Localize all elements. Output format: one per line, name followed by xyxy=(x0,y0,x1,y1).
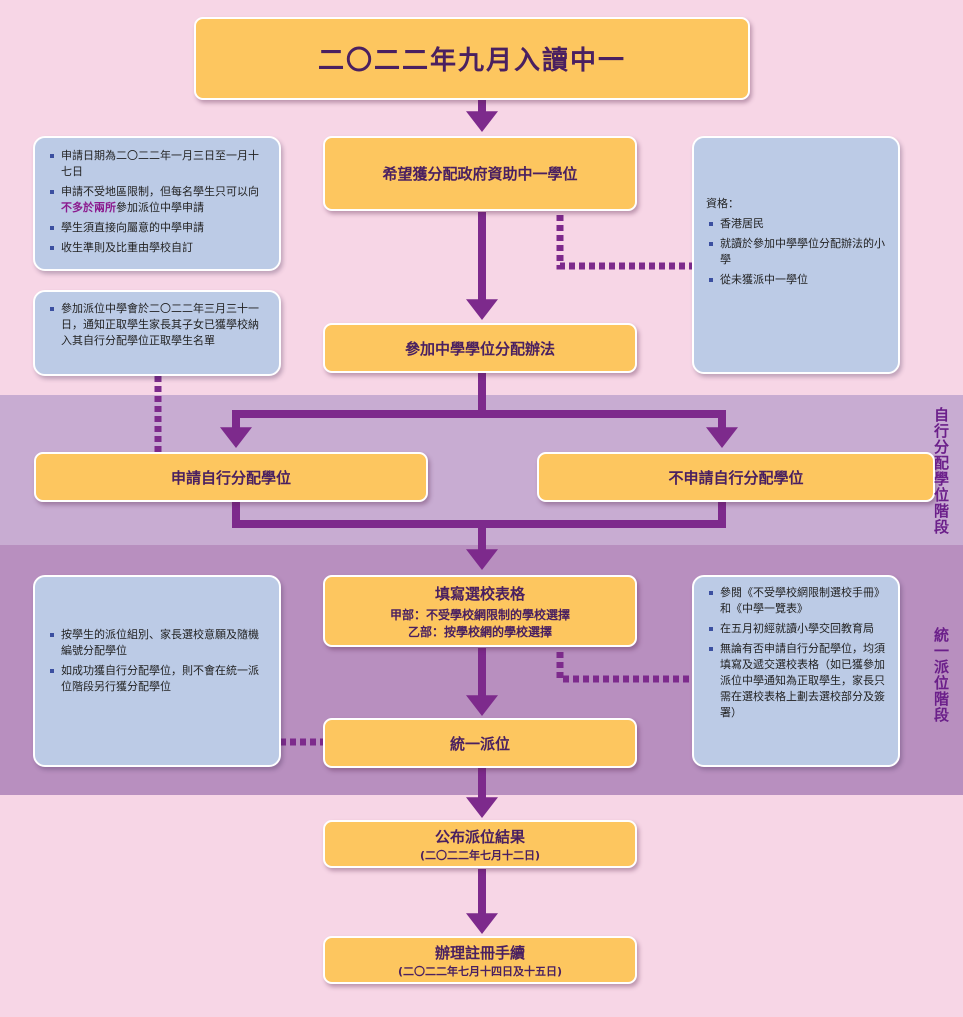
registration-title: 辦理註冊手續 xyxy=(434,943,525,962)
note-item: 申請不受地區限制，但每名學生只可以向不多於兩所參加派位中學申請 xyxy=(50,184,269,216)
choice-form-note: 參閱《不受學校網限制選校手冊》和《中學一覽表》 在五月初經就讀小學交回教育局 無… xyxy=(692,575,900,767)
note-item: 從未獲派中一學位 xyxy=(709,272,888,288)
apply-dp-text: 申請自行分配學位 xyxy=(170,468,291,487)
title-text: 二〇二二年九月入讀中一 xyxy=(317,46,626,76)
choice-form-box: 填寫選校表格 甲部：不受學校網限制的學校選擇 乙部：按學校網的學校選擇 xyxy=(323,575,637,647)
apply-dp-box: 申請自行分配學位 xyxy=(34,452,428,502)
note-item: 參加派位中學會於二〇二二年三月三十一日，通知正取學生家長其子女已獲學校納入其自行… xyxy=(50,301,269,349)
result-box: 公布派位結果 (二〇二二年七月十二日) xyxy=(323,820,637,868)
central-allocation-text: 統一派位 xyxy=(449,734,510,753)
stage-label-self-allocation: 自行分配學位階段 xyxy=(932,407,950,535)
eligibility-note: 資格： 香港居民 就讀於參加中學學位分配辦法的小學 從未獲派中一學位 xyxy=(692,136,900,374)
note-item: 就讀於參加中學學位分配辦法的小學 xyxy=(709,236,888,268)
title-box: 二〇二二年九月入讀中一 xyxy=(194,17,750,100)
note-item: 收生準則及比重由學校自訂 xyxy=(50,240,269,256)
note-item: 無論有否申請自行分配學位，均須填寫及遞交選校表格（如已獲參加派位中學通知為正取學… xyxy=(709,641,890,721)
note-item: 在五月初經就讀小學交回教育局 xyxy=(709,621,890,637)
note-item: 如成功獲自行分配學位，則不會在統一派位階段另行獲分配學位 xyxy=(50,663,269,695)
result-title: 公布派位結果 xyxy=(434,827,525,846)
stage-label-central-allocation: 統一派位階段 xyxy=(932,627,950,723)
dashed-eligibility-link xyxy=(556,215,692,270)
dp-notification-note: 參加派位中學會於二〇二二年三月三十一日，通知正取學生家長其子女已獲學校納入其自行… xyxy=(33,290,281,376)
eligibility-heading: 資格： xyxy=(706,197,739,210)
note-item-text: 參加派位中學申請 xyxy=(116,201,204,214)
choice-form-part-b: 乙部：按學校網的學校選擇 xyxy=(407,624,552,639)
registration-date: (二〇二二年七月十四日及十五日) xyxy=(397,964,563,978)
choice-form-title: 填寫選校表格 xyxy=(434,584,525,603)
note-item: 參閱《不受學校網限制選校手冊》和《中學一覽表》 xyxy=(709,585,890,617)
wish-text: 希望獲分配政府資助中一學位 xyxy=(382,165,578,183)
dashed-form-info-link xyxy=(556,652,692,683)
choice-form-part-a: 甲部：不受學校網限制的學校選擇 xyxy=(389,607,570,622)
join-scheme-text: 參加中學學位分配辦法 xyxy=(404,339,555,358)
note-item-highlight: 不多於兩所 xyxy=(61,201,116,214)
join-scheme-box: 參加中學學位分配辦法 xyxy=(323,323,637,373)
result-date: (二〇二二年七月十二日) xyxy=(419,848,541,862)
wish-box: 希望獲分配政府資助中一學位 xyxy=(323,136,637,211)
central-allocation-box: 統一派位 xyxy=(323,718,637,768)
allocation-note: 按學生的派位組別、家長選校意願及隨機編號分配學位 如成功獲自行分配學位，則不會在… xyxy=(33,575,281,767)
not-apply-dp-text: 不申請自行分配學位 xyxy=(668,468,804,487)
dp-application-note: 申請日期為二〇二二年一月三日至一月十七日 申請不受地區限制，但每名學生只可以向不… xyxy=(33,136,281,271)
not-apply-dp-box: 不申請自行分配學位 xyxy=(537,452,935,502)
registration-box: 辦理註冊手續 (二〇二二年七月十四日及十五日) xyxy=(323,936,637,984)
note-item: 申請日期為二〇二二年一月三日至一月十七日 xyxy=(50,148,269,180)
note-item-text: 申請不受地區限制，但每名學生只可以向 xyxy=(61,185,259,198)
note-item: 香港居民 xyxy=(709,216,888,232)
note-item: 按學生的派位組別、家長選校意願及隨機編號分配學位 xyxy=(50,627,269,659)
note-item: 學生須直接向屬意的中學申請 xyxy=(50,220,269,236)
